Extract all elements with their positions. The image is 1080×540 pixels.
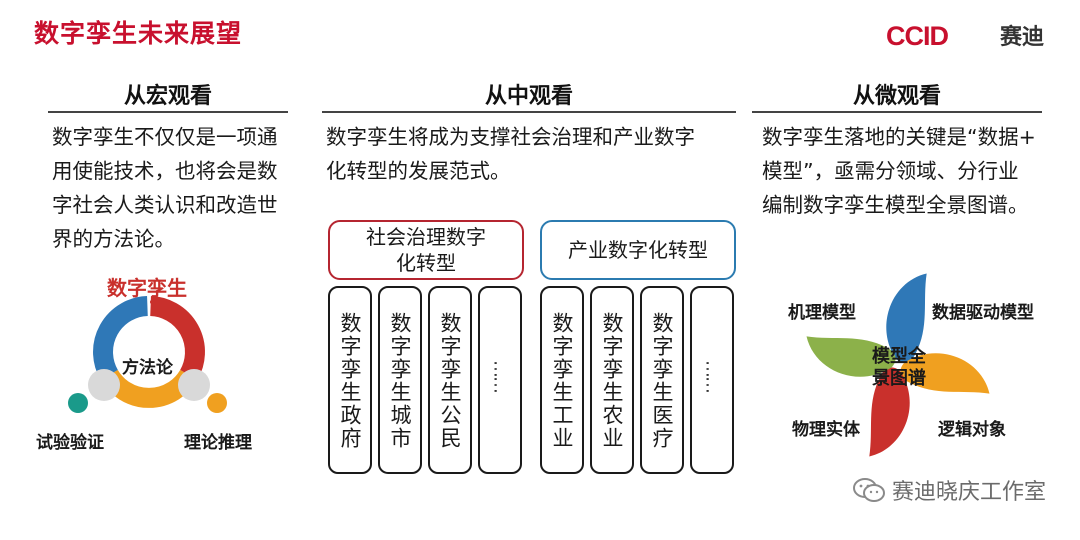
wechat-icon [852, 478, 885, 502]
industry-item-box: 数字孪生医疗 [640, 286, 684, 474]
micro-heading: 从微观看 [852, 84, 941, 109]
orange-arc-segment [100, 369, 198, 408]
industry-header: 产业数字化转型 [540, 220, 736, 280]
meso-text-line: 化转型的发展范式。 [326, 159, 511, 183]
social-item-box: 数字孪生公民 [428, 286, 472, 474]
meso-text-line: 数字孪生将成为支撑社会治理和产业数字 [326, 125, 695, 149]
social-item-label: 数字孪生公民 [438, 312, 462, 450]
methodology-right-label: 理论推理 [184, 433, 252, 453]
industry-item-box: 数字孪生工业 [540, 286, 584, 474]
meso-text: 数字孪生将成为支撑社会治理和产业数字 化转型的发展范式。 [326, 120, 740, 188]
pinwheel-center-line: 模型全 [872, 346, 926, 367]
left-node-circle [88, 369, 120, 401]
pinwheel-red-petal [869, 367, 910, 457]
social-item-ellipsis: …… [489, 360, 511, 392]
methodology-diagram [68, 296, 227, 413]
industry-item-label: 数字孪生农业 [600, 312, 624, 450]
pinwheel-green-petal [806, 336, 896, 377]
watermark: 赛迪晓庆工作室 [852, 474, 1046, 506]
industry-item-ellipsis: …… [701, 360, 723, 392]
pinwheel-label-top-left: 机理模型 [788, 303, 856, 323]
micro-text: 数字孪生落地的关键是“数据+ 模型”，亟需分领域、分行业 编制数字孪生模型全景图… [762, 120, 1052, 222]
meso-divider [322, 111, 736, 113]
social-item-label: 数字孪生城市 [388, 312, 412, 450]
pinwheel-label-bottom-left: 物理实体 [792, 420, 860, 440]
micro-text-line: 模型”，亟需分领域、分行业 [762, 159, 1019, 183]
pinwheel-diagram [806, 273, 990, 457]
social-governance-title-line: 社会治理数字 [366, 225, 486, 249]
social-governance-title-line: 化转型 [396, 251, 456, 275]
pinwheel-center-line: 景图谱 [872, 368, 926, 389]
methodology-left-label: 试验验证 [36, 433, 104, 453]
micro-text-line: 数字孪生落地的关键是“数据+ [762, 125, 1036, 149]
pinwheel-orange-petal [900, 353, 990, 394]
macro-heading: 从宏观看 [123, 84, 212, 109]
pinwheel-blue-petal [886, 273, 927, 363]
industry-item-box: 数字孪生农业 [590, 286, 634, 474]
pinwheel-label-top-right: 数据驱动模型 [932, 303, 1034, 323]
social-governance-header: 社会治理数字 化转型 [328, 220, 524, 280]
industry-title-line: 产业数字化转型 [568, 238, 708, 262]
brand-name: 赛迪 [999, 25, 1044, 50]
red-small-dot [150, 300, 154, 304]
micro-divider [752, 111, 1042, 113]
social-item-box: …… [478, 286, 522, 474]
industry-item-label: 数字孪生工业 [550, 312, 574, 450]
macro-text-line: 用使能技术，也将会是数 [52, 159, 278, 183]
pinwheel-label-bottom-right: 逻辑对象 [938, 420, 1006, 440]
ccid-logo-icon: CCID [886, 21, 949, 49]
macro-divider [48, 111, 288, 113]
methodology-top-label: 数字孪生 [107, 276, 187, 300]
watermark-text: 赛迪晓庆工作室 [891, 480, 1046, 505]
macro-text-line: 字社会人类认识和改造世 [52, 193, 278, 217]
social-item-box: 数字孪生政府 [328, 286, 372, 474]
orange-dot [207, 393, 227, 413]
svg-text:CCID: CCID [886, 21, 948, 49]
blue-arc-segment [93, 296, 149, 380]
brand-logo: CCID 赛迪 [886, 20, 1044, 50]
social-item-label: 数字孪生政府 [338, 312, 362, 450]
social-item-box: 数字孪生城市 [378, 286, 422, 474]
pinwheel-center-label: 模型全 景图谱 [872, 346, 926, 390]
teal-dot [68, 393, 88, 413]
industry-item-label: 数字孪生医疗 [650, 312, 674, 450]
industry-item-box: …… [690, 286, 734, 474]
page-title: 数字孪生未来展望 [34, 19, 243, 48]
macro-text-line: 数字孪生不仅仅是一项通 [52, 125, 278, 149]
methodology-center-label: 方法论 [122, 358, 173, 378]
macro-text-line: 界的方法论。 [52, 227, 175, 251]
right-node-circle [178, 369, 210, 401]
macro-text: 数字孪生不仅仅是一项通 用使能技术，也将会是数 字社会人类认识和改造世 界的方法… [52, 120, 292, 256]
red-arc-segment [149, 296, 205, 380]
meso-heading: 从中观看 [484, 84, 573, 109]
micro-text-line: 编制数字孪生模型全景图谱。 [762, 193, 1029, 217]
